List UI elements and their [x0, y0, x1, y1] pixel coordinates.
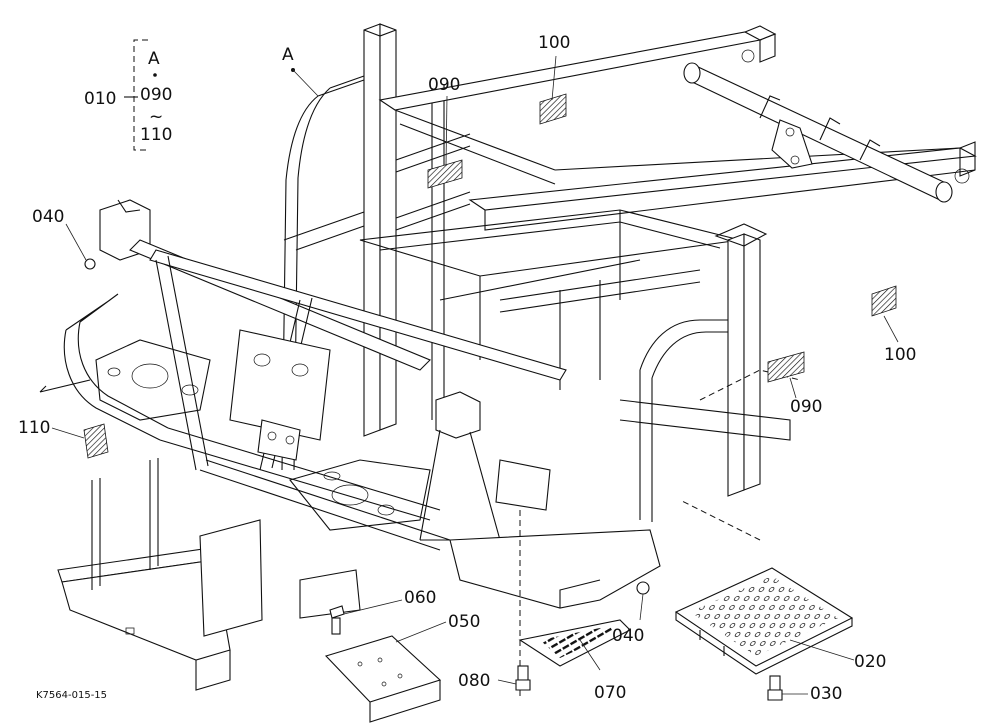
decal-100-right	[871, 285, 897, 317]
callout-110: 110	[18, 418, 50, 438]
bolt-040-left-icon	[84, 258, 96, 270]
callout-070: 070	[594, 683, 626, 703]
callout-040-right: 040	[612, 626, 644, 646]
legend-ref-label: 010	[84, 89, 116, 109]
legend-top-label: A	[148, 49, 160, 69]
callout-090-right: 090	[790, 397, 822, 417]
fasteners	[84, 258, 783, 701]
legend-to-label: 110	[140, 125, 172, 145]
callout-100-right: 100	[884, 345, 916, 365]
front-frame	[39, 199, 567, 551]
floor-grate	[674, 567, 854, 675]
view-marker-group: A	[282, 45, 319, 97]
callout-050: 050	[448, 612, 480, 632]
top-beams	[378, 25, 977, 231]
view-marker-leader	[292, 69, 319, 97]
legend-dot	[153, 73, 157, 77]
bolt-080-icon	[515, 665, 531, 691]
legend-tilde: ~	[149, 107, 163, 127]
callout-100-top: 100	[538, 33, 570, 53]
right-rops-post	[619, 223, 801, 522]
mid-plates	[299, 459, 761, 700]
decals	[83, 93, 897, 459]
figure-id: K7564-015-15	[36, 690, 107, 701]
legend-from-label: 090	[140, 85, 172, 105]
rear-rops-frame	[281, 23, 471, 471]
plate-050	[324, 635, 442, 723]
decal-110	[83, 423, 109, 459]
callout-020: 020	[854, 652, 886, 672]
callout-labels: 100 090 040 110 100 090 060 050 040 020 …	[18, 33, 916, 704]
callout-090-top: 090	[428, 75, 460, 95]
decal-090-right	[767, 351, 805, 383]
nut-040-right-icon	[636, 581, 650, 595]
front-lower-plate	[57, 458, 263, 691]
callout-030: 030	[810, 684, 842, 704]
legend-group: 010 A 090 ~ 110	[84, 39, 172, 151]
callout-060: 060	[404, 588, 436, 608]
legend-bracket	[133, 39, 148, 151]
bolt-030-icon	[767, 675, 783, 701]
decal-100-top	[539, 93, 567, 125]
decal-090-top	[427, 159, 463, 189]
view-marker-label: A	[282, 45, 294, 65]
callout-080: 080	[458, 671, 490, 691]
step-plate	[518, 619, 631, 667]
callout-040-left: 040	[32, 207, 64, 227]
leader-lines	[51, 55, 899, 695]
bolt-060-icon	[329, 605, 345, 635]
